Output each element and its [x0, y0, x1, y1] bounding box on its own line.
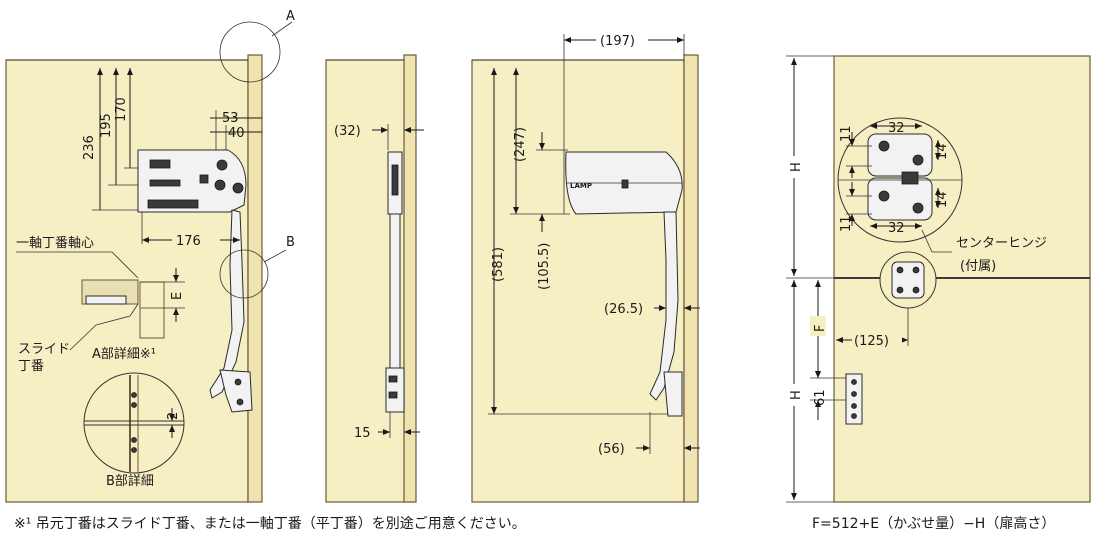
arm-bracket-3	[663, 371, 683, 417]
dim-32-view2: (32)	[334, 124, 361, 139]
callout-b-circle	[219, 249, 269, 299]
dim-170: 170	[114, 97, 129, 122]
view4-door-front: H H F 61 (125)	[786, 55, 1091, 503]
bracket-front	[385, 367, 405, 413]
dim-56: (56)	[598, 442, 625, 457]
dim-H-top: H	[789, 162, 804, 172]
door-edge-2	[403, 54, 417, 503]
dim-53: 53	[222, 111, 239, 126]
center-hinge-detail: 32 32 11 11 14 14	[837, 117, 963, 243]
footnote-left: ※¹ 吊元丁番はスライド丁番、または一軸丁番（平丁番）を別途ご用意ください。	[14, 515, 526, 532]
dim-H-bottom: H	[789, 390, 804, 400]
dim-195: 195	[99, 113, 114, 138]
brand-label: LAMP	[570, 182, 592, 190]
dim-581: (581)	[491, 247, 506, 282]
dim-E: E	[170, 292, 185, 300]
detail-b: 2	[83, 372, 185, 474]
label-detail-a: A部詳細※¹	[92, 346, 156, 362]
dim-176: 176	[176, 234, 201, 249]
detail-a: E	[81, 268, 185, 339]
callout-a-label: A	[286, 9, 295, 24]
label-axis-center: 一軸丁番軸心	[16, 236, 94, 251]
dim-105-5: (105.5)	[537, 243, 552, 290]
lower-hinge-plate	[845, 373, 863, 425]
center-hinge-installed	[879, 251, 937, 309]
dim-197: (197)	[600, 34, 635, 49]
dim-26-5: (26.5)	[604, 302, 643, 317]
dim-125: (125)	[854, 334, 889, 349]
dim-236: 236	[82, 135, 97, 160]
dim-F: F	[813, 325, 828, 332]
dim-14-top: 14	[935, 143, 950, 160]
callout-a-circle	[219, 21, 281, 83]
callout-b-label: B	[286, 235, 295, 250]
label-slide-hinge-2: 丁番	[18, 359, 44, 374]
arm-bracket-1	[219, 369, 253, 413]
dim-15: 15	[354, 426, 371, 441]
dim-11-bottom: 11	[839, 215, 854, 232]
dim-61: 61	[813, 389, 828, 406]
label-included: (付属)	[960, 259, 996, 274]
label-detail-b: B部詳細	[106, 473, 154, 489]
door-edge-1	[247, 54, 263, 503]
lift-mechanism-body	[137, 149, 247, 213]
label-slide-hinge-1: スライド	[18, 342, 70, 357]
dim-32-top: 32	[888, 121, 905, 136]
view3-open-side: (197) (247) (581) (105.5) LAMP (26.5) (5…	[471, 32, 700, 503]
dim-247: (247)	[513, 127, 528, 162]
dim-11-top: 11	[839, 125, 854, 142]
view1-cabinet-side: 236 195 170 53 40 176	[5, 9, 295, 503]
lift-arm-1	[209, 209, 245, 399]
dim-2: 2	[166, 412, 181, 420]
footnote-right: F=512+E（かぶせ量）−H（扉高さ）	[812, 515, 1055, 532]
view2-front-view: (32) 15	[325, 54, 424, 503]
label-center-hinge: センターヒンジ	[956, 236, 1047, 251]
dim-40: 40	[228, 126, 245, 141]
arm-front	[389, 213, 401, 371]
door-edge-3	[683, 54, 699, 503]
dim-32-bottom: 32	[888, 221, 905, 236]
dim-14-bottom: 14	[935, 191, 950, 208]
